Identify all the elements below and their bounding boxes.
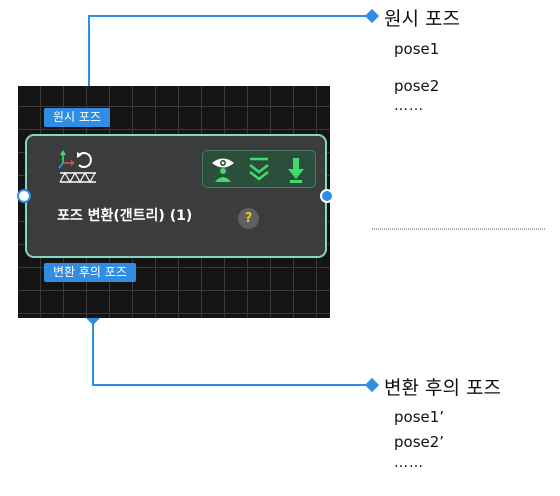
output-port-tag: 변환 후의 포즈 (44, 263, 136, 282)
node-toolbar (202, 150, 316, 188)
pose-transform-icon (58, 150, 96, 184)
output-callout-item-2: pose2’ (394, 433, 445, 451)
input-callout-item-1: pose1 (394, 40, 440, 58)
visibility-person-icon[interactable] (209, 155, 237, 183)
pose-transform-node[interactable]: 포즈 변환(갠트리) (1) ? (25, 134, 327, 258)
expand-chevrons-icon[interactable] (247, 157, 271, 183)
input-callout-title: 원시 포즈 (384, 8, 460, 30)
output-callout-ellipsis: …… (394, 455, 424, 471)
download-arrow-icon[interactable] (285, 156, 307, 184)
node-title: 포즈 변환(갠트리) (1) (57, 208, 193, 224)
help-icon[interactable]: ? (238, 208, 259, 229)
output-callout-title: 변환 후의 포즈 (384, 377, 501, 399)
input-port-tag: 원시 포즈 (44, 108, 110, 127)
node-input-port[interactable] (17, 189, 31, 203)
input-callout-item-2: pose2 (394, 77, 440, 95)
input-callout-ellipsis: …… (394, 98, 424, 114)
output-callout-item-1: pose1’ (394, 408, 445, 426)
node-output-port[interactable] (320, 189, 334, 203)
